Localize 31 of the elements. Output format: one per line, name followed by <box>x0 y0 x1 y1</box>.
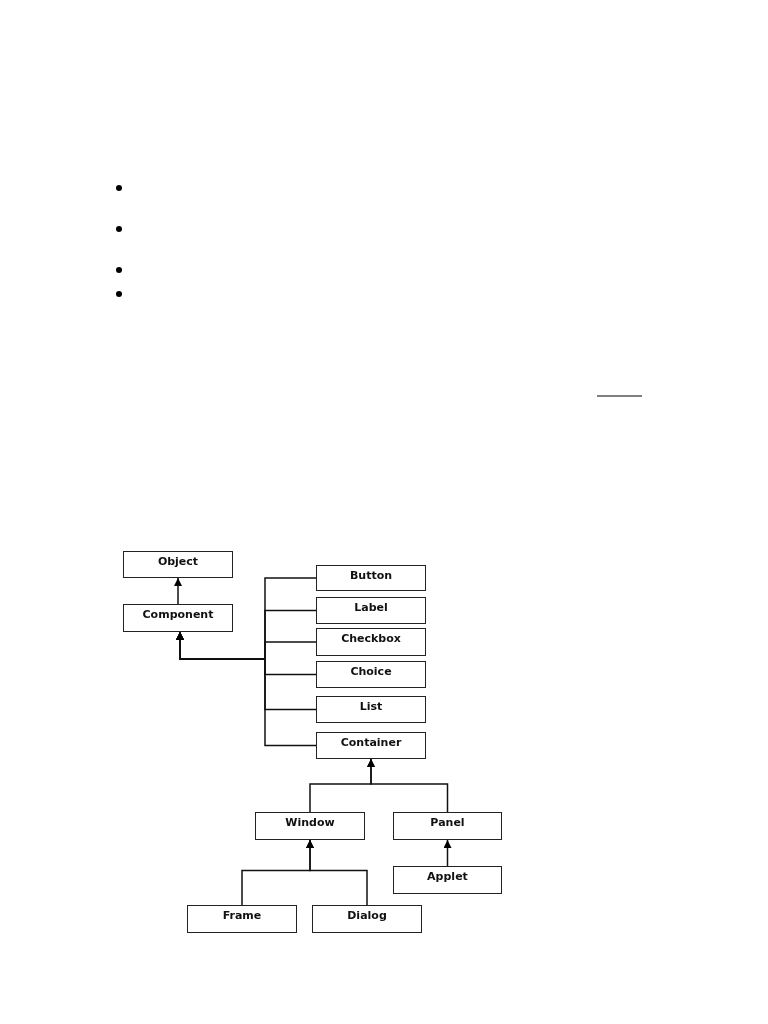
class-name: Button <box>349 569 393 582</box>
class-name: Applet <box>427 870 468 883</box>
inheritance-arrow <box>176 631 317 747</box>
class-box <box>123 604 233 632</box>
class-box <box>312 905 422 933</box>
class-name: Panel <box>430 816 465 829</box>
inheritance-arrow <box>443 839 452 867</box>
inheritance-arrow <box>306 839 368 906</box>
inheritance-arrow <box>174 577 182 605</box>
class-box <box>123 551 233 578</box>
inheritance-arrow <box>367 758 449 813</box>
class-name: Label <box>354 601 388 614</box>
class-box <box>316 597 426 624</box>
class-name: Choice <box>350 665 392 678</box>
class-name: Object <box>157 555 199 568</box>
class-box <box>316 732 426 759</box>
class-box <box>255 812 365 840</box>
class-box <box>393 812 502 840</box>
class-name: Frame <box>222 909 262 922</box>
class-name: List <box>359 700 383 713</box>
class-name: Container <box>340 736 402 749</box>
class-box <box>187 905 297 933</box>
class-name: Component <box>142 608 214 621</box>
class-box <box>316 696 426 723</box>
class-box <box>316 661 426 688</box>
class-box <box>393 866 502 894</box>
class-box <box>316 628 426 656</box>
class-name: Window <box>285 816 335 829</box>
class-name: Dialog <box>347 909 387 922</box>
class-box <box>316 565 426 591</box>
class-name: Checkbox <box>341 632 401 645</box>
